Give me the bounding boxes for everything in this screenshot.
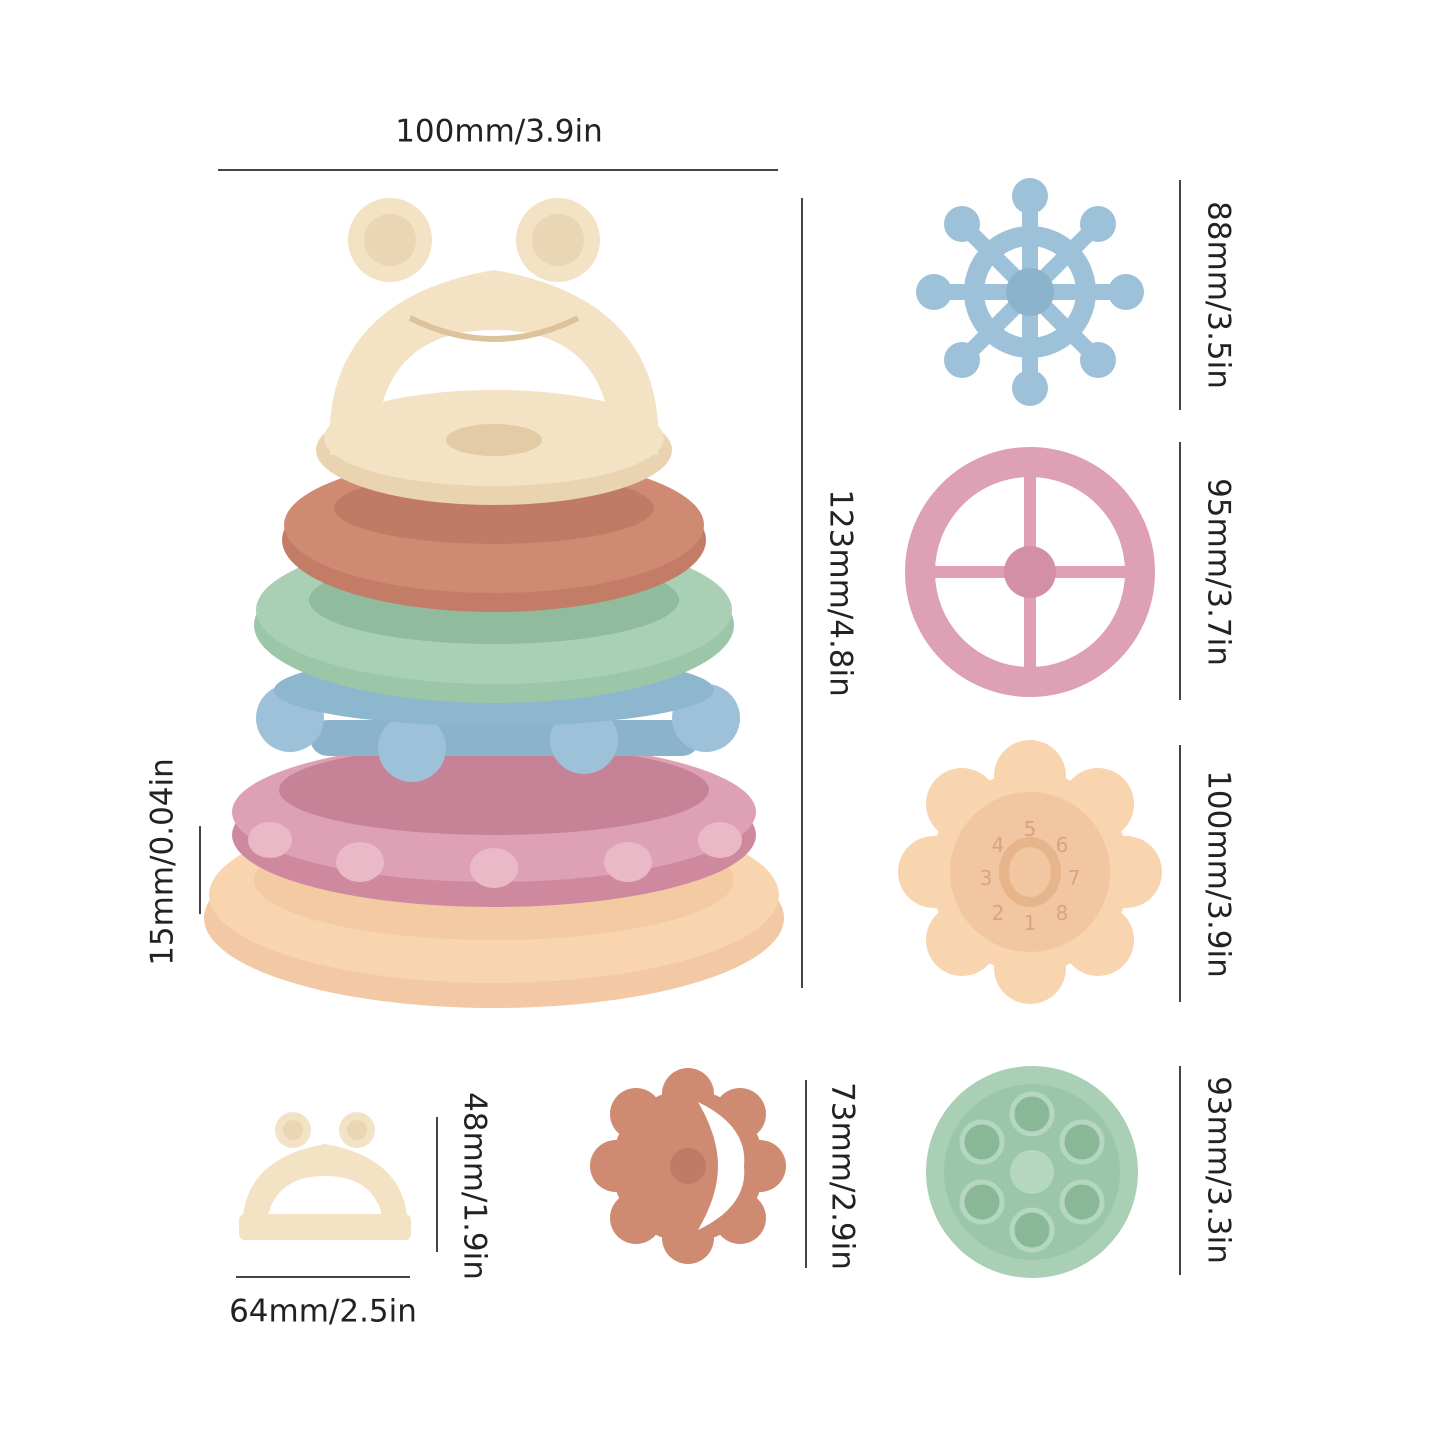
- tower-pink-ring: [232, 742, 756, 907]
- small-frog-piece: [239, 1112, 411, 1240]
- stacking-tower: [204, 198, 784, 1008]
- dimension-lines: [199, 169, 1181, 1278]
- frog-width-label: 64mm/2.5in: [229, 1293, 417, 1330]
- flower-number-6: 6: [1056, 833, 1069, 857]
- flower-numbers: 1 2 3 4 5 6 7 8: [980, 817, 1081, 935]
- blue-wheel-piece: [916, 178, 1144, 406]
- tower-frog-top: [316, 198, 672, 505]
- stack-height-label: 123mm/4.8in: [822, 489, 859, 697]
- wheel-blue-label: 88mm/3.5in: [1200, 201, 1237, 389]
- flower-number-1: 1: [1024, 911, 1037, 935]
- stack-width-label: 100mm/3.9in: [395, 113, 603, 150]
- peach-flower-piece: [898, 740, 1162, 1004]
- terracotta-flower-piece: [590, 1068, 786, 1264]
- popit-green-label: 93mm/3.3in: [1200, 1076, 1237, 1264]
- pink-wheel-piece: [905, 447, 1155, 697]
- flower-number-3: 3: [980, 866, 993, 890]
- flower-number-5: 5: [1024, 817, 1037, 841]
- flower-number-4: 4: [992, 833, 1005, 857]
- flower-number-8: 8: [1056, 901, 1069, 925]
- flower-number-7: 7: [1068, 866, 1081, 890]
- flower-peach-label: 100mm/3.9in: [1200, 770, 1237, 978]
- frog-height-label: 48mm/1.9in: [456, 1092, 493, 1280]
- flower-terracotta-label: 73mm/2.9in: [824, 1082, 861, 1270]
- flower-number-2: 2: [992, 901, 1005, 925]
- green-popit-piece: [926, 1066, 1138, 1278]
- wheel-pink-label: 95mm/3.7in: [1200, 478, 1237, 666]
- ring-thickness-label: 15mm/0.04in: [144, 758, 181, 966]
